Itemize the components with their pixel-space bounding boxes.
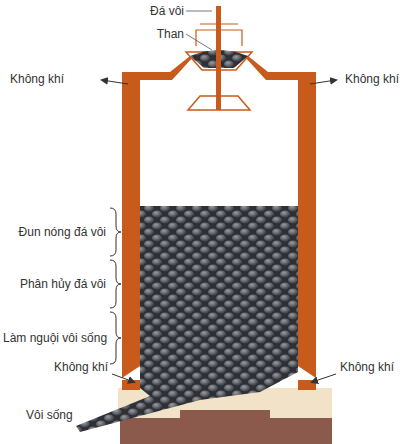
zone-brace (110, 260, 121, 308)
limestone-charge (76, 206, 298, 432)
central-rod (216, 6, 221, 110)
air-label: Không khí (10, 72, 64, 86)
air-label: Không khí (340, 360, 394, 374)
distributor-cone (188, 96, 250, 110)
feed-label: Than (157, 27, 184, 41)
zone-brace (110, 208, 121, 256)
air-arrow (102, 80, 128, 84)
zone-label: Phân hủy đá vôi (20, 277, 106, 291)
product-label: Vôi sống (26, 408, 73, 422)
zone-label: Đun nóng đá vôi (19, 225, 106, 239)
air-arrow (310, 80, 336, 84)
leader-line (186, 11, 212, 12)
foundation (120, 410, 332, 444)
air-arrow (112, 374, 134, 382)
kiln-wall-right (244, 56, 316, 378)
air-label: Không khí (345, 72, 399, 86)
air-arrow (312, 374, 336, 382)
zone-brace (110, 312, 121, 364)
kiln-wall-left (122, 56, 194, 378)
zone-label: Làm nguội vôi sống (3, 331, 107, 345)
leader-line (186, 34, 212, 50)
feed-label: Đá vôi (150, 4, 184, 18)
kiln-wall-foot (122, 380, 140, 390)
air-label: Không khí (54, 360, 108, 374)
